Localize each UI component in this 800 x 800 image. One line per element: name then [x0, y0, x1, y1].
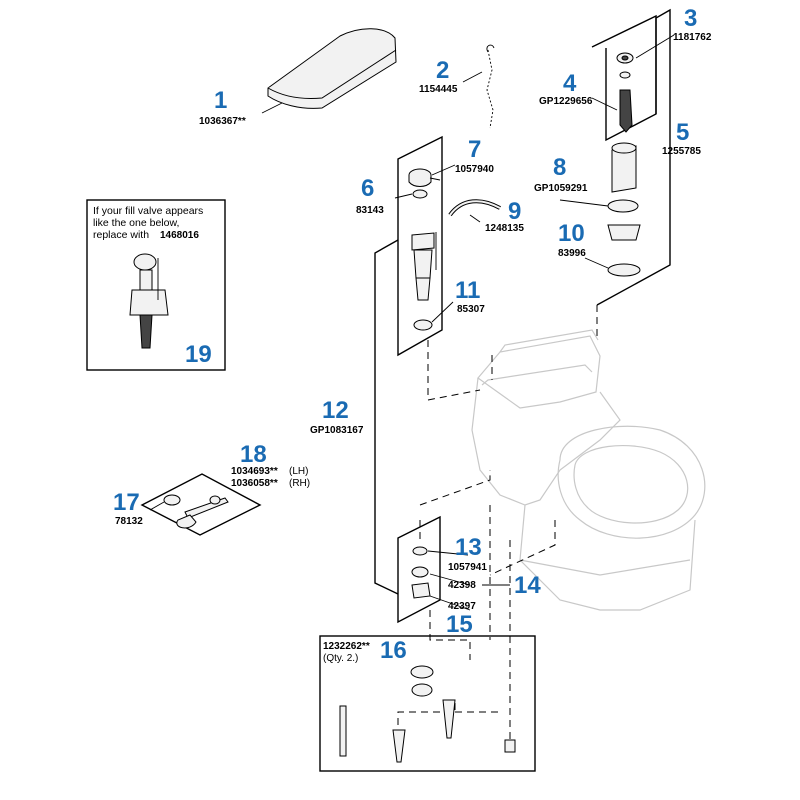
callout-16: 16 1232262** (Qty. 2.)	[323, 637, 407, 664]
quantity-note: (Qty. 2.)	[323, 653, 358, 664]
callout-3: 3 1181762	[673, 5, 712, 43]
callout-18: 18 1034693** (LH) 1036058** (RH)	[231, 441, 310, 489]
part-number: 83996	[558, 248, 586, 259]
callout-5: 5 1255785	[662, 119, 701, 157]
frame-12	[374, 239, 399, 595]
frame-6-11	[397, 135, 443, 357]
note-line-2: like the one below,	[93, 217, 179, 229]
callout-19: 19 If your fill valve appears like the o…	[93, 205, 212, 368]
callout-number: 17	[113, 489, 140, 516]
part-19-fill-valve	[129, 253, 169, 349]
callout-number: 5	[676, 119, 689, 146]
part-number: GP1229656	[539, 96, 593, 107]
callout-15: 15 42397	[446, 601, 476, 638]
part-1-tank-lid	[267, 28, 397, 109]
callout-2: 2 1154445	[419, 57, 458, 95]
part-number: 78132	[115, 516, 143, 527]
callout-number: 3	[684, 5, 697, 32]
callout-10: 10 83996	[558, 220, 586, 259]
part-16-bolts	[339, 665, 516, 763]
callout-number: 9	[508, 198, 521, 225]
callout-17: 17 78132	[113, 489, 143, 527]
toilet-body	[471, 329, 706, 611]
callout-number: 2	[436, 57, 449, 84]
callout-number: 14	[514, 572, 541, 599]
part-number: 1057940	[455, 164, 494, 175]
callout-number: 15	[446, 611, 473, 638]
part-13-15-nuts	[411, 546, 431, 599]
callout-11: 11 85307	[455, 277, 485, 315]
part-number: 42397	[448, 601, 476, 612]
callout-number: 7	[468, 136, 481, 163]
part-number: 85307	[457, 304, 485, 315]
part-8-10-flush-valve	[607, 142, 641, 277]
frame-13-15	[397, 515, 441, 624]
part-number-rh: 1036058**	[231, 478, 278, 489]
callout-number: 16	[380, 637, 407, 664]
callout-number: 11	[455, 277, 480, 304]
part-number: 1036367**	[199, 116, 246, 127]
callout-number: 12	[322, 397, 349, 424]
part-number: 83143	[356, 205, 384, 216]
leader-lines	[149, 34, 675, 611]
callout-number: 1	[214, 87, 227, 114]
callout-number: 8	[553, 154, 566, 181]
note-line-1: If your fill valve appears	[93, 205, 203, 217]
part-number: 1057941	[448, 562, 487, 573]
callout-number: 4	[563, 70, 577, 97]
callout-6: 6 83143	[356, 175, 384, 216]
callout-14: 14 42398	[448, 572, 541, 599]
callout-4: 4 GP1229656	[539, 70, 593, 107]
rh-label: (RH)	[289, 478, 310, 489]
frame-5-10	[596, 8, 671, 306]
assembly-lines	[397, 305, 598, 740]
callout-number: 19	[185, 341, 212, 368]
callout-number: 13	[455, 534, 482, 561]
callout-7: 7 1057940	[455, 136, 494, 175]
part-6-7-cap	[408, 168, 441, 199]
callout-13: 13 1057941	[448, 534, 487, 573]
part-number: GP1059291	[534, 183, 588, 194]
part-number: GP1083167	[310, 425, 364, 436]
part-number: 1255785	[662, 146, 701, 157]
part-11-fill-valve	[411, 232, 437, 331]
part-number: 1154445	[419, 84, 458, 95]
part-2-chain	[486, 44, 495, 129]
callout-1: 1 1036367**	[199, 87, 246, 127]
note-line-3: replace with	[93, 229, 149, 241]
part-number-lh: 1034693**	[231, 466, 278, 477]
lh-label: (LH)	[289, 466, 308, 477]
part-number: 42398	[448, 580, 476, 591]
part-number: 1181762	[673, 32, 712, 43]
part-3-4-flush-parts	[616, 52, 634, 133]
part-9-refill-tube	[448, 199, 501, 217]
part-number: 1248135	[485, 223, 524, 234]
callout-8: 8 GP1059291	[534, 154, 588, 194]
callout-9: 9 1248135	[485, 198, 524, 234]
callout-number: 6	[361, 175, 374, 202]
frame-19	[86, 199, 226, 371]
callout-12: 12 GP1083167	[310, 397, 364, 436]
part-17-18-trip-lever	[163, 494, 229, 529]
frame-16	[319, 635, 536, 772]
replacement-part-number: 1468016	[160, 230, 199, 241]
callout-number: 10	[558, 220, 585, 247]
callout-number: 18	[240, 441, 267, 468]
part-number: 1232262**	[323, 641, 370, 652]
